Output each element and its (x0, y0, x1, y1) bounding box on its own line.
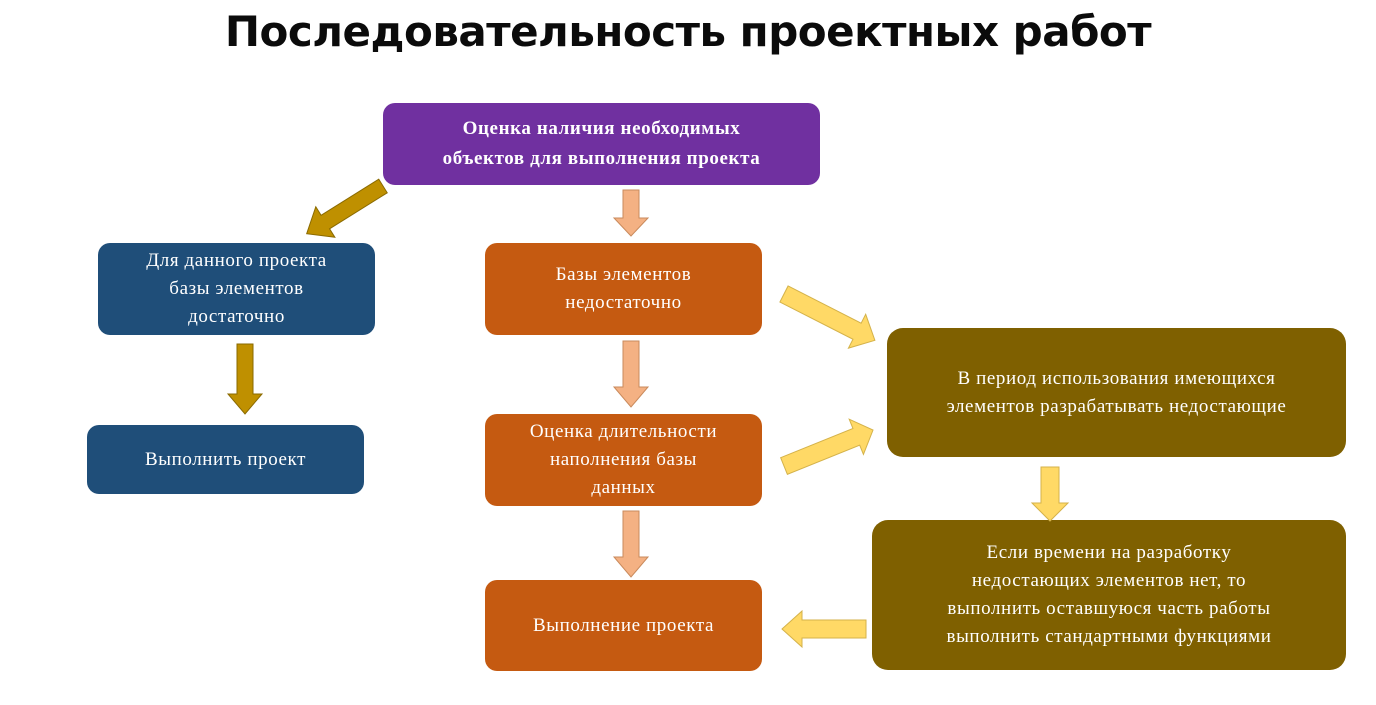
execute-project-box: Выполнить проект (87, 425, 364, 494)
arrow-develop-to-no-time (1030, 466, 1070, 522)
project-execution-text: Выполнение проекта (532, 614, 715, 636)
arrow-insufficient-to-develop (779, 285, 876, 349)
base-insufficient-box: Базы элементов недостаточно (485, 243, 762, 335)
arrow-assess-to-insufficient (612, 189, 650, 237)
arrow-duration-to-develop (779, 418, 874, 475)
develop-missing-text: В период использования имеющихся элемент… (946, 367, 1287, 417)
no-time-text: Если времени на разработку недостающих э… (946, 542, 1272, 647)
arrow-assess-to-sufficient (306, 178, 388, 238)
arrow-insufficient-to-duration (612, 340, 650, 408)
page-title: Последовательность проектных работ (224, 7, 1152, 56)
assess-objects-box: Оценка наличия необходимых объектов для … (383, 103, 820, 185)
duration-assessment-box: Оценка длительности наполнения базы данн… (485, 414, 762, 506)
base-sufficient-box: Для данного проекта базы элементов доста… (98, 243, 375, 335)
arrow-no-time-to-execution (781, 609, 867, 649)
no-time-box: Если времени на разработку недостающих э… (872, 520, 1346, 670)
assess-objects-text: Оценка наличия необходимых объектов для … (442, 118, 761, 169)
base-insufficient-text: Базы элементов недостаточно (555, 264, 692, 313)
project-execution-box: Выполнение проекта (485, 580, 762, 671)
execute-project-text: Выполнить проект (144, 448, 307, 470)
base-sufficient-text: Для данного проекта базы элементов доста… (146, 250, 327, 327)
arrow-duration-to-execution (612, 510, 650, 578)
develop-missing-box: В период использования имеющихся элемент… (887, 328, 1346, 457)
arrow-sufficient-to-execute (226, 343, 264, 415)
duration-assessment-text: Оценка длительности наполнения базы данн… (529, 421, 718, 498)
